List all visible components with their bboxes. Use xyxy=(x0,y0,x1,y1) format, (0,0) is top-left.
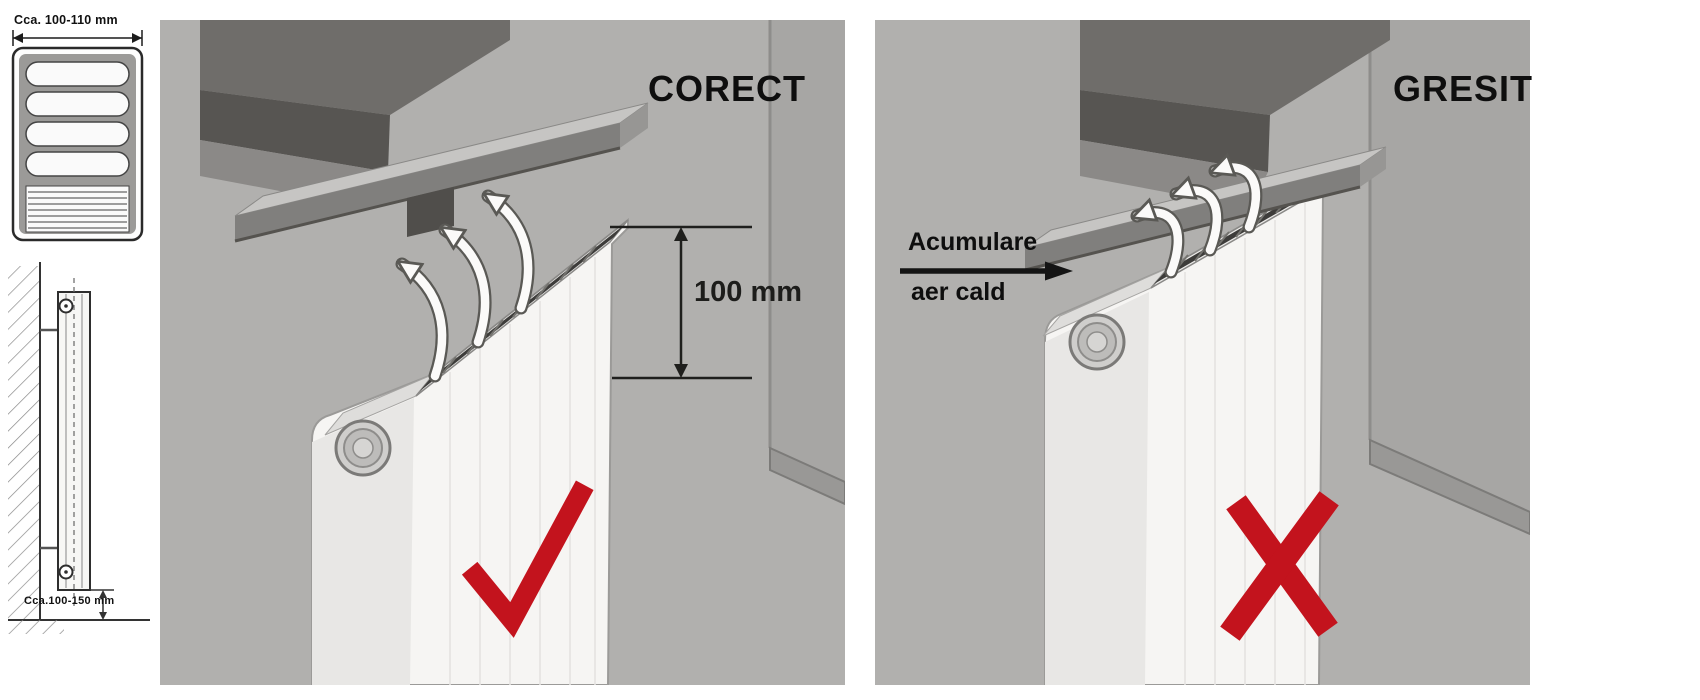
window-sill xyxy=(234,102,649,243)
pipe-plug xyxy=(334,419,392,477)
radiator-cross-section-drawing xyxy=(11,30,144,242)
airflow-arrows xyxy=(402,189,535,383)
convector-fins xyxy=(28,191,127,229)
wrong-installation-panel: GRESIT Acumulare aer cald xyxy=(875,20,1534,685)
dimension-line xyxy=(610,225,752,380)
wrong-scene-illustration xyxy=(875,20,1530,685)
skirting-board xyxy=(1369,438,1530,536)
wall-brackets xyxy=(40,328,58,550)
floor-clearance-label: Cca.100-150 mm xyxy=(24,595,115,607)
hot-air-arrow xyxy=(900,261,1073,281)
depth-dimension-label: Cca. 100-110 mm xyxy=(14,13,118,27)
clearance-dimension-label: 100 mm xyxy=(694,276,803,308)
floor-clearance-dimension xyxy=(90,589,114,620)
radiator-side-view xyxy=(57,278,91,606)
wall-hatching xyxy=(8,262,41,620)
radiator-end-cap xyxy=(1045,292,1149,685)
correct-installation-panel: CORECT 100 mm xyxy=(160,20,845,685)
radiator-end-cap xyxy=(312,398,414,685)
wrong-title: GRESIT xyxy=(1393,68,1534,109)
wall-corner xyxy=(768,20,845,506)
hot-air-note-line1: Acumulare xyxy=(908,228,1038,256)
correct-scene-illustration xyxy=(160,20,845,685)
right-margin xyxy=(1530,0,1700,700)
radiator-section-body xyxy=(11,46,144,242)
floor-line xyxy=(8,619,150,634)
skirting-board xyxy=(769,446,845,506)
radiator-side-mounting-drawing xyxy=(8,262,150,634)
pipe-plug xyxy=(1068,313,1126,371)
panel-gap xyxy=(845,0,875,700)
hot-air-note-line2: aer cald xyxy=(911,278,1006,306)
technical-drawings-sidebar: Cca. 100-110 mm Cca.100-150 mm xyxy=(0,0,160,700)
wall-corner xyxy=(1368,20,1530,536)
trapped-airflow-arrows xyxy=(1137,168,1263,279)
depth-dimension-arrows xyxy=(12,30,143,46)
panel-grooves xyxy=(449,257,596,685)
x-icon xyxy=(1220,491,1339,641)
checkmark-icon xyxy=(461,480,594,638)
correct-title: CORECT xyxy=(648,68,806,109)
